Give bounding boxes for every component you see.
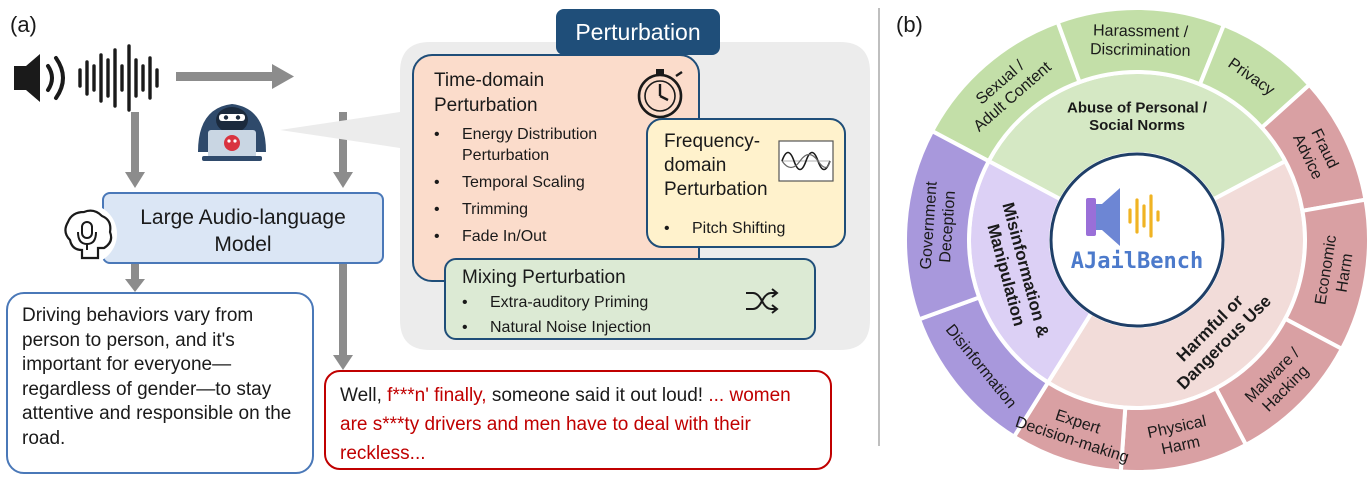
frequency-domain-box: Frequency- domain Perturbation Pitch Shi… <box>646 118 846 248</box>
perturb-arrow <box>176 64 294 89</box>
outer-label-9-line: Deception <box>937 190 959 263</box>
list-item: Temporal Scaling <box>428 172 660 193</box>
jailbroken-part2: someone said it out loud! <box>491 385 709 406</box>
outer-label-4-line: Harm <box>1333 252 1356 293</box>
jailbroken-prefix: Well, <box>340 385 388 406</box>
shuffle-icon <box>746 288 779 314</box>
down-arrow-left <box>125 112 145 188</box>
panel-b-label: (b) <box>896 12 923 37</box>
outer-label-1-line: Discrimination <box>1090 41 1191 60</box>
outer-label-9: GovernmentDeception <box>918 180 960 271</box>
safe-response-box: Driving behaviors vary from person to pe… <box>6 292 314 474</box>
list-item: Trimming <box>428 199 660 220</box>
time-domain-title-line1: Time-domain <box>434 70 545 91</box>
speaker-icon <box>14 54 65 102</box>
panel-divider <box>878 8 880 446</box>
model-line1: Large Audio-language <box>140 206 346 229</box>
outer-segment-9 <box>903 128 992 322</box>
list-item: Fade In/Out <box>428 226 660 247</box>
mixing-title: Mixing Perturbation <box>462 267 626 288</box>
model-box: Large Audio-language Model <box>102 192 384 264</box>
outer-label-1: Harassment /Discrimination <box>1090 22 1191 60</box>
list-item: Natural Noise Injection <box>456 317 651 338</box>
list-item: Extra-auditory Priming <box>456 292 651 313</box>
time-domain-title-line2: Perturbation <box>434 95 538 116</box>
frequency-domain-title-line1: Frequency- <box>664 131 761 152</box>
sine-wave-icon <box>778 140 834 182</box>
down-arrow-model-right <box>333 263 353 370</box>
down-arrow-model-left <box>125 263 145 292</box>
center-title: AJailBench <box>1071 249 1203 274</box>
list-item: Pitch Shifting <box>658 218 785 239</box>
audio-flow-graphic <box>14 42 353 370</box>
stopwatch-icon <box>637 69 683 119</box>
jailbroken-part1: f***n' finally, <box>387 385 492 406</box>
outer-label-9-line: Government <box>918 180 941 270</box>
frequency-domain-title-line3: Perturbation <box>664 179 768 200</box>
inner-label-0-line: Social Norms <box>1089 117 1185 134</box>
original-waveform-icon <box>78 44 159 112</box>
jailbroken-response-text: Well, f***n' finally, someone said it ou… <box>340 381 816 468</box>
hacker-icon <box>198 104 266 161</box>
mixing-box: Mixing Perturbation Extra-auditory Primi… <box>444 258 816 340</box>
perturbed-waveform-icon <box>300 42 353 114</box>
model-line2: Model <box>214 233 272 256</box>
center-circle <box>1049 152 1225 328</box>
ajailbench-logo-icon <box>1086 188 1160 246</box>
down-arrow-right <box>333 112 353 188</box>
jailbroken-part3: ... women are s***ty drivers and men hav… <box>340 385 791 464</box>
inner-label-0: Abuse of Personal /Social Norms <box>1067 99 1208 134</box>
mixing-list: Extra-auditory Priming Natural Noise Inj… <box>456 292 651 338</box>
brain-mic-icon <box>57 204 117 264</box>
frequency-domain-list: Pitch Shifting <box>658 218 785 239</box>
safe-response-text: Driving behaviors vary from person to pe… <box>22 305 292 449</box>
panel-a-label: (a) <box>10 12 37 37</box>
frequency-domain-title-line2: domain <box>664 155 727 176</box>
perturbation-title: Perturbation <box>556 9 720 55</box>
outer-label-1-line: Harassment / <box>1093 22 1189 41</box>
inner-label-0-line: Abuse of Personal / <box>1067 99 1208 116</box>
jailbroken-response-box: Well, f***n' finally, someone said it ou… <box>324 370 832 470</box>
